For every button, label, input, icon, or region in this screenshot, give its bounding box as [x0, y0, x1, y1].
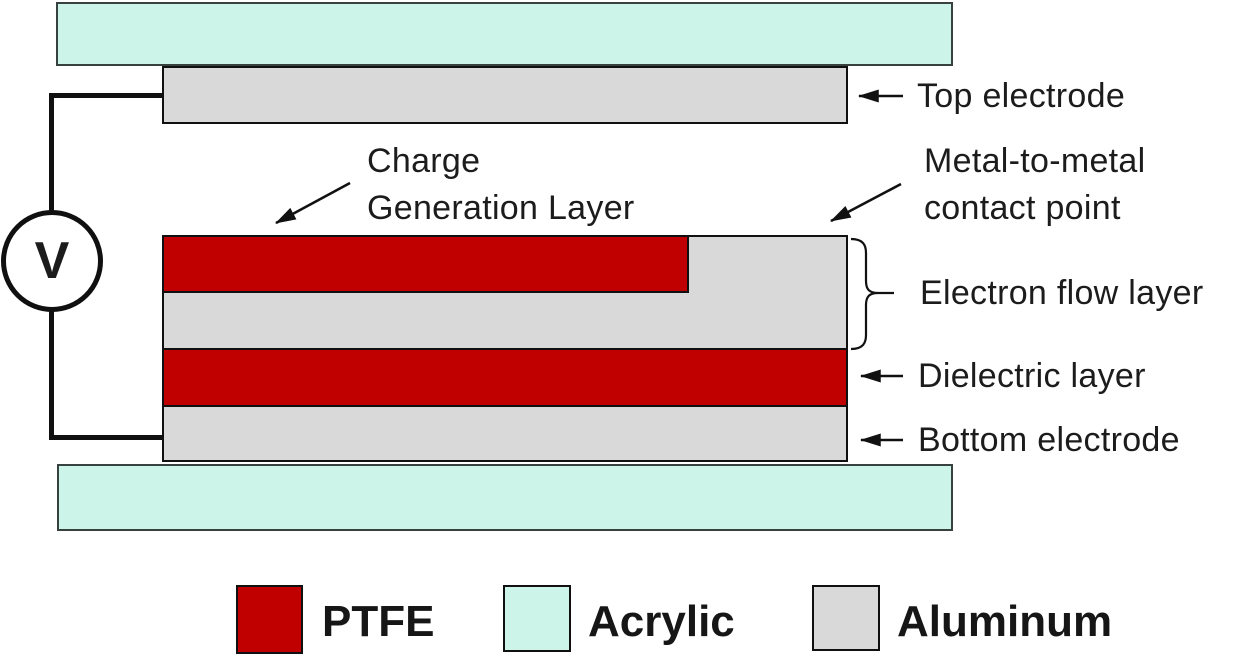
dielectric-layer: [162, 348, 848, 407]
charge-generation-arrow: [275, 181, 351, 225]
wire-left-upper: [49, 93, 54, 215]
electron-flow-brace: [850, 237, 894, 351]
wire-bottom-horizontal: [49, 435, 164, 440]
top-electrode-layer: [162, 66, 848, 124]
metal-contact-label-line1: Metal-to-metal: [924, 142, 1146, 180]
charge-generation-label-line2: Generation Layer: [367, 189, 635, 227]
top-electrode-label: Top electrode: [917, 77, 1126, 115]
wire-top-horizontal: [49, 93, 164, 98]
bottom-electrode-label: Bottom electrode: [918, 421, 1180, 459]
legend-label-aluminum: Aluminum: [897, 597, 1113, 646]
legend-swatch-ptfe: [236, 585, 303, 654]
top-acrylic-plate: [56, 2, 953, 66]
electron-flow-label: Electron flow layer: [920, 274, 1204, 312]
wire-left-lower: [49, 308, 54, 440]
charge-generation-label: Charge Generation Layer: [367, 138, 635, 232]
charge-generation-label-line1: Charge: [367, 142, 481, 180]
voltmeter-symbol: V: [34, 232, 70, 290]
metal-contact-label: Metal-to-metal contact point: [924, 138, 1145, 232]
dielectric-label: Dielectric layer: [918, 357, 1146, 395]
metal-contact-label-line2: contact point: [924, 189, 1121, 227]
legend-label-ptfe: PTFE: [322, 597, 435, 646]
bottom-electrode-layer: [162, 405, 848, 462]
voltmeter: V: [1, 210, 103, 312]
metal-contact-arrow: [830, 182, 902, 223]
legend-swatch-aluminum: [812, 585, 880, 651]
bottom-acrylic-plate: [57, 464, 953, 531]
legend-swatch-acrylic: [503, 585, 571, 652]
charge-generation-layer: [162, 235, 689, 293]
legend-label-acrylic: Acrylic: [588, 597, 735, 646]
